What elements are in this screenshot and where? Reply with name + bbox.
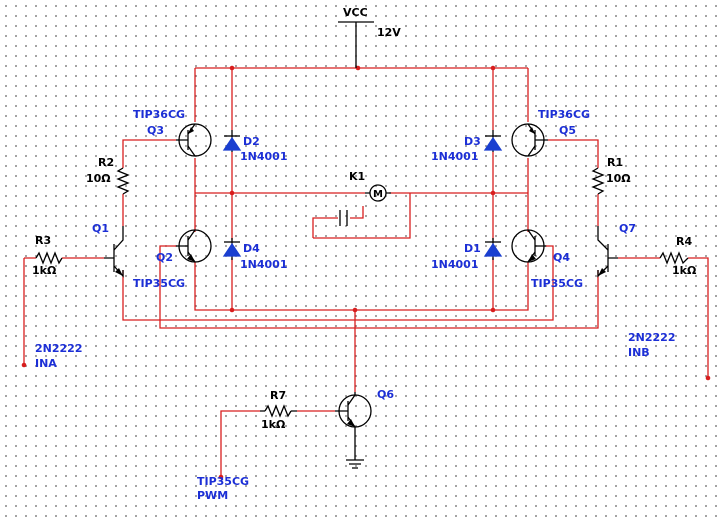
d4-ref: D4 <box>243 242 260 255</box>
diode-d4: D4 1N4001 <box>222 238 287 271</box>
r1-ref: R1 <box>607 156 623 169</box>
ground-icon <box>346 430 364 469</box>
resistor-r7: R7 1kΩ <box>260 389 297 431</box>
capacitor-icon <box>339 210 348 226</box>
resistor-r4: R4 1kΩ <box>659 235 697 277</box>
r2-ref: R2 <box>98 156 114 169</box>
transistor-q4: Q4 TIP35CG <box>511 229 583 290</box>
r7-value: 1kΩ <box>261 418 286 431</box>
r1-value: 10Ω <box>606 172 631 185</box>
r7-ref: R7 <box>270 389 286 402</box>
q6-ref: Q6 <box>377 388 394 401</box>
q5-model: TIP36CG <box>538 108 590 121</box>
transistor-q1: Q1 2N2222 <box>35 222 124 355</box>
motor-ref: K1 <box>349 170 365 183</box>
junctions <box>21 65 711 480</box>
transistor-q2: Q2 TIP35CG <box>133 229 212 290</box>
q7-ref: Q7 <box>619 222 636 235</box>
d3-model: 1N4001 <box>431 150 478 163</box>
diode-d2: D2 1N4001 <box>222 130 287 163</box>
q7-model: 2N2222 <box>628 331 675 344</box>
q3-model: TIP36CG <box>133 108 185 121</box>
q4-ref: Q4 <box>553 251 570 264</box>
q1-model: 2N2222 <box>35 342 82 355</box>
resistor-r1: R1 10Ω <box>591 156 631 195</box>
transistor-q6: Q6 TIP35CG <box>197 388 394 488</box>
q5-ref: Q5 <box>559 124 576 137</box>
q1-ref: Q1 <box>92 222 109 235</box>
resistor-r3: R3 1kΩ <box>32 234 63 277</box>
diode-d3: D3 1N4001 <box>431 130 503 163</box>
transistor-q7: Q7 2N2222 <box>597 222 675 344</box>
input-ina-label: INA <box>35 357 57 370</box>
q2-model: TIP35CG <box>133 277 185 290</box>
q2-ref: Q2 <box>156 251 173 264</box>
d1-ref: D1 <box>464 242 481 255</box>
d1-model: 1N4001 <box>431 258 478 271</box>
vcc-supply: VCC 12V <box>338 6 401 68</box>
diode-d1: D1 1N4001 <box>431 238 503 271</box>
r2-value: 10Ω <box>86 172 111 185</box>
vcc-label: VCC <box>343 6 368 19</box>
motor-k1: M K1 <box>349 170 391 202</box>
r4-ref: R4 <box>676 235 692 248</box>
r3-ref: R3 <box>35 234 51 247</box>
resistor-r2: R2 10Ω <box>86 156 130 195</box>
q3-ref: Q3 <box>147 124 164 137</box>
q6-model: TIP35CG <box>197 475 249 488</box>
wires <box>23 67 709 477</box>
d3-ref: D3 <box>464 135 481 148</box>
transistor-q5: TIP36CG Q5 <box>511 108 590 157</box>
d4-model: 1N4001 <box>240 258 287 271</box>
vcc-voltage: 12V <box>377 26 401 39</box>
input-pwm-label: PWM <box>197 489 228 502</box>
transistor-q3: TIP36CG Q3 <box>133 108 212 157</box>
q4-model: TIP35CG <box>531 277 583 290</box>
r3-value: 1kΩ <box>32 264 57 277</box>
d2-ref: D2 <box>243 135 260 148</box>
d2-model: 1N4001 <box>240 150 287 163</box>
input-inb-label: INB <box>628 346 650 359</box>
r4-value: 1kΩ <box>672 264 697 277</box>
motor-symbol: M <box>373 189 383 200</box>
